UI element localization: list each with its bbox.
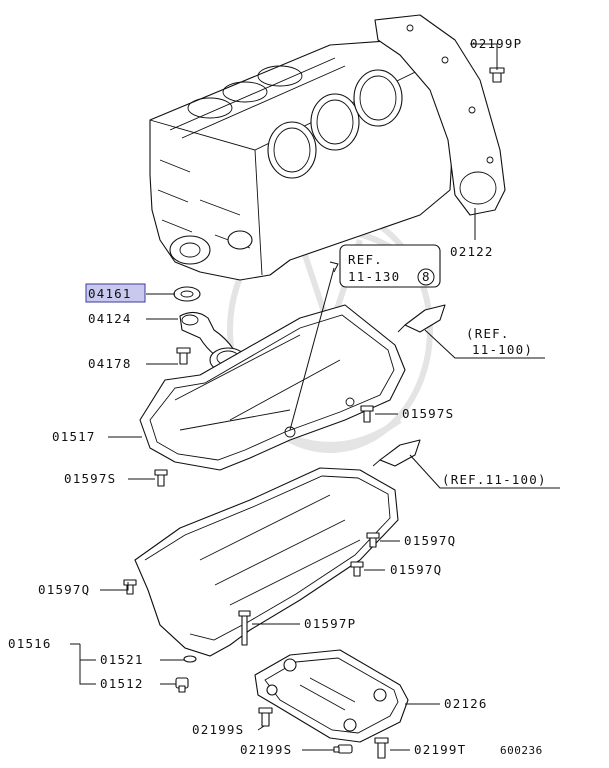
drain-plug-01512[interactable] (175, 677, 189, 693)
bolt-01597S-a[interactable] (360, 405, 374, 423)
label-02199T[interactable]: 02199T (414, 742, 466, 757)
ref-upper-line1[interactable]: (REF. (466, 326, 510, 341)
label-01597Q-a[interactable]: 01597Q (404, 533, 456, 548)
leader-lines (70, 43, 560, 751)
bolt-01597S-b[interactable] (154, 469, 168, 487)
bolt-01597Q-a[interactable] (366, 532, 380, 548)
label-01597P[interactable]: 01597P (304, 616, 356, 631)
label-02126[interactable]: 02126 (444, 696, 488, 711)
label-04161[interactable]: 04161 (88, 286, 132, 301)
label-01597Q-c[interactable]: 01597Q (38, 582, 90, 597)
bolt-04178[interactable] (176, 347, 191, 365)
highlight-04161 (85, 283, 146, 303)
sensor-lower[interactable] (372, 439, 421, 467)
label-01597S-a[interactable]: 01597S (402, 406, 454, 421)
gasket-01521[interactable] (183, 655, 197, 663)
label-02122[interactable]: 02122 (450, 244, 494, 259)
label-01512[interactable]: 01512 (100, 676, 144, 691)
label-01516[interactable]: 01516 (8, 636, 52, 651)
ref-box-line2: 11-130 (348, 269, 400, 284)
ref-box-circle-number: 8 (422, 269, 430, 284)
label-02199S-a[interactable]: 02199S (192, 722, 244, 737)
label-04124[interactable]: 04124 (88, 311, 132, 326)
bolt-02199S-b[interactable] (333, 744, 353, 754)
ref-box-line1: REF. (348, 252, 383, 267)
label-01521[interactable]: 01521 (100, 652, 144, 667)
bolt-02199P[interactable] (489, 67, 505, 83)
diagram-id: 600236 (500, 744, 543, 757)
bolt-01597Q-b[interactable] (350, 561, 364, 577)
bolt-02199T[interactable] (374, 737, 389, 759)
engine-block[interactable] (149, 39, 456, 281)
bracket-02126[interactable] (254, 649, 409, 743)
bolt-01597Q-c[interactable] (123, 579, 137, 595)
bolt-02199S-a[interactable] (258, 707, 273, 727)
rear-plate-02122[interactable] (374, 14, 506, 216)
label-04178[interactable]: 04178 (88, 356, 132, 371)
bolt-01597P[interactable] (238, 610, 251, 646)
sensor-upper[interactable] (397, 304, 446, 333)
label-02199S-b[interactable]: 02199S (240, 742, 292, 757)
label-01597Q-b[interactable]: 01597Q (390, 562, 442, 577)
ref-upper-line2[interactable]: 11-100) (472, 342, 533, 357)
ref-lower-label[interactable]: (REF.11-100) (442, 472, 547, 487)
label-02199P[interactable]: 02199P (470, 36, 522, 51)
reference-box[interactable]: REF. 11-130 8 (339, 244, 441, 288)
upper-oil-pan-01517[interactable] (139, 304, 406, 471)
gasket-04161[interactable] (173, 286, 201, 302)
label-01597S-b[interactable]: 01597S (64, 471, 116, 486)
label-01517[interactable]: 01517 (52, 429, 96, 444)
